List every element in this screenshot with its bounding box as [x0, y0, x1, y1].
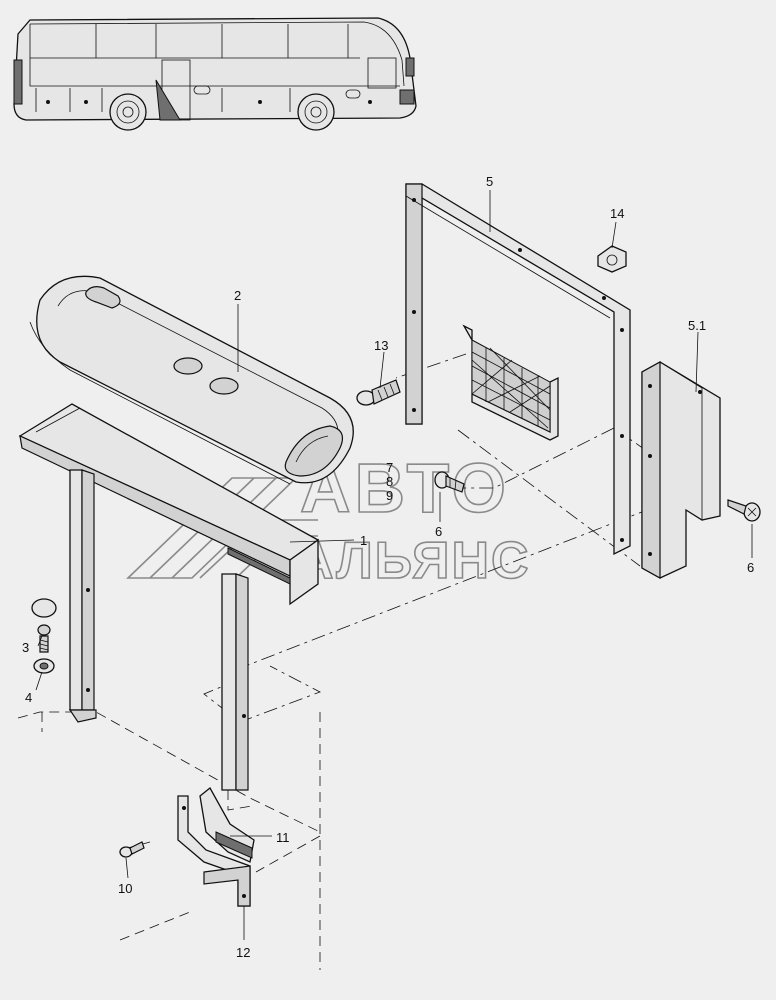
callout-2: 2 [234, 288, 241, 303]
callout-8: 8 [386, 474, 393, 489]
part-5-1-bracket [641, 360, 721, 580]
callout-9: 9 [386, 488, 393, 503]
leader-lines [35, 190, 753, 940]
callouts: 5 14 2 5.1 13 7 8 9 6 1 6 3 4 11 10 12 [22, 174, 754, 960]
callout-1: 1 [360, 533, 367, 548]
callout-6-right: 6 [747, 560, 754, 575]
part-2-armrest-pad [29, 275, 354, 485]
watermark-line2: АЛЬЯНС [296, 532, 531, 590]
callout-12: 12 [236, 945, 250, 960]
part-6-screw-right [727, 499, 761, 522]
part-5-frame [405, 183, 631, 556]
part-12-floor-bracket [177, 787, 255, 907]
part-6-screw-middle [434, 471, 465, 493]
callout-13: 13 [374, 338, 388, 353]
callout-10: 10 [118, 881, 132, 896]
callout-5: 5 [486, 174, 493, 189]
part-1-support [18, 403, 320, 791]
net-pocket [462, 324, 559, 441]
callout-4: 4 [25, 690, 32, 705]
callout-7: 7 [386, 460, 393, 475]
callout-14: 14 [610, 206, 624, 221]
bus-overview [13, 17, 417, 131]
part-4-washer [33, 658, 55, 674]
fasteners [31, 245, 761, 858]
callout-6-middle: 6 [435, 524, 442, 539]
part-3-cap [31, 598, 57, 653]
part-13-bolt [356, 379, 401, 406]
part-10-screw [119, 841, 145, 858]
callout-3: 3 [22, 640, 29, 655]
callout-5-1: 5.1 [688, 318, 706, 333]
callout-11: 11 [276, 830, 290, 845]
part-14-nut [597, 245, 627, 273]
